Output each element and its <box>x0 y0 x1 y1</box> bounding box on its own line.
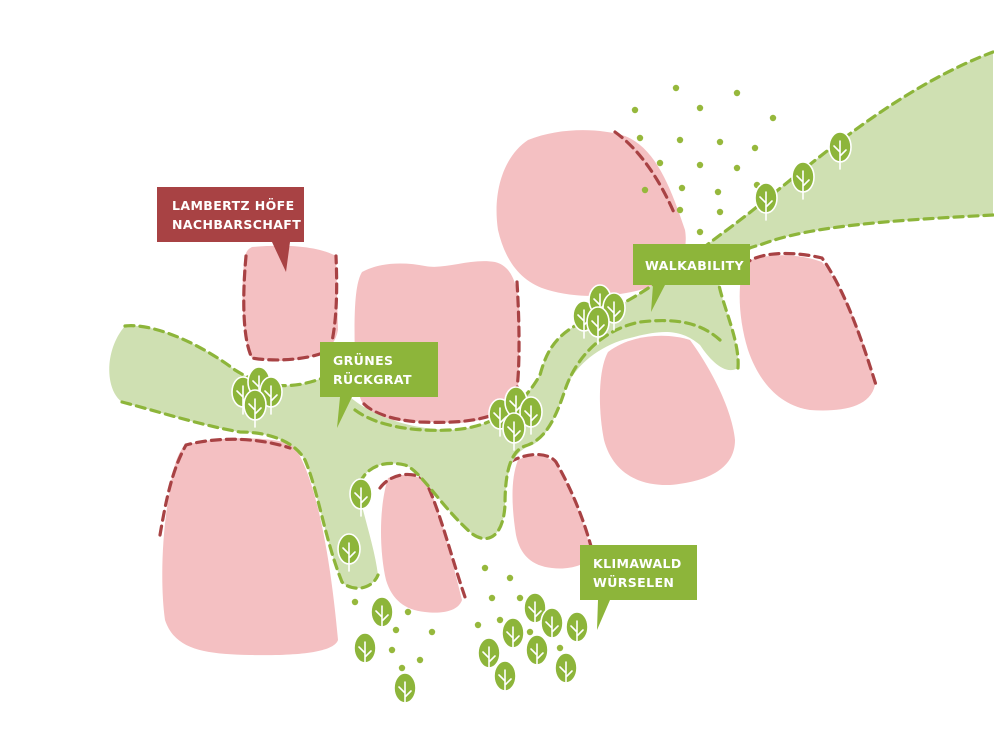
dot-marker <box>416 656 424 664</box>
dot-marker <box>676 136 684 144</box>
svg-text:KLIMAWALD WÜRSELEN: KLIMAWALD WÜRSELEN <box>593 556 686 590</box>
backbone-edge-inner <box>356 319 722 541</box>
tree-icon <box>828 131 852 170</box>
dot-marker <box>474 621 482 629</box>
dot-marker <box>481 564 489 572</box>
svg-text:WALKABILITY: WALKABILITY <box>645 258 745 273</box>
block-center-left-small <box>381 474 462 613</box>
block-middle-right <box>599 335 735 486</box>
dot-marker <box>733 89 741 97</box>
callout-lambertz: LAMBERTZ HÖFE NACHBARSCHAFT <box>157 187 304 272</box>
dot-marker <box>641 186 649 194</box>
dot-marker <box>696 161 704 169</box>
tree-icon <box>565 611 589 650</box>
block-center-small <box>512 455 592 569</box>
tree-icon <box>493 660 517 699</box>
callout-gruenes-box <box>320 342 438 428</box>
dot-marker <box>488 594 496 602</box>
outline-top-left <box>242 254 339 362</box>
dot-marker <box>526 628 534 636</box>
tree-icon <box>519 396 543 435</box>
callout-gruenes: GRÜNES RÜCKGRAT <box>320 342 438 428</box>
callout-gruenes-line1: GRÜNES <box>333 353 393 368</box>
tree-icon <box>477 637 501 676</box>
dot-marker <box>392 626 400 634</box>
tree-icon <box>501 617 525 656</box>
block-left-large <box>162 438 338 656</box>
dot-field <box>351 84 777 672</box>
tree-icon <box>791 161 815 200</box>
dot-marker <box>672 84 680 92</box>
callout-klimawald-line1: KLIMAWALD <box>593 556 682 571</box>
outline-far-right <box>736 251 878 387</box>
tree-icon <box>523 592 547 631</box>
tree-icon <box>502 412 526 451</box>
callout-klimawald-line2: WÜRSELEN <box>593 575 674 590</box>
dot-marker <box>516 594 524 602</box>
dot-marker <box>388 646 396 654</box>
backbone-edge-top <box>123 324 332 388</box>
building-blocks <box>162 130 875 656</box>
tree-icon <box>525 634 549 673</box>
dot-marker <box>351 598 359 606</box>
outline-center-small <box>508 452 594 552</box>
callout-lambertz-box <box>157 187 304 272</box>
dot-marker <box>733 164 741 172</box>
tree-icon <box>540 607 564 646</box>
svg-text:GRÜNES RÜCKGRAT: GRÜNES RÜCKGRAT <box>333 353 412 387</box>
callout-walkability-line1: WALKABILITY <box>645 258 745 273</box>
tree-icon <box>349 478 373 517</box>
svg-text:LAMBERTZ HÖFE NACHBARSCH: LAMBERTZ HÖFE NACHBARSCHAFT <box>172 198 301 232</box>
callout-walkability-box <box>633 244 750 312</box>
dot-marker <box>428 628 436 636</box>
backbone-edge-right <box>716 213 994 370</box>
tree-icon <box>337 533 361 572</box>
outline-center-top <box>362 280 521 424</box>
dot-marker <box>496 616 504 624</box>
dot-marker <box>714 188 722 196</box>
dot-marker <box>751 144 759 152</box>
tree-icon <box>754 182 778 221</box>
block-far-right <box>739 255 875 411</box>
dot-marker <box>696 228 704 236</box>
dot-marker <box>398 664 406 672</box>
dot-marker <box>676 206 684 214</box>
tree-icon <box>554 652 578 691</box>
tree-icon <box>370 596 394 635</box>
tree-icon <box>353 632 377 671</box>
callout-lambertz-line2: NACHBARSCHAFT <box>172 217 301 232</box>
dot-marker <box>716 138 724 146</box>
outline-center-left-small <box>378 472 468 602</box>
block-outlines <box>158 130 878 602</box>
tree-icon <box>586 306 610 345</box>
dot-marker <box>769 114 777 122</box>
tree-icon <box>243 389 267 428</box>
callout-walkability: WALKABILITY <box>633 244 750 312</box>
callout-lambertz-line1: LAMBERTZ HÖFE <box>172 198 295 213</box>
callout-gruenes-line2: RÜCKGRAT <box>333 372 412 387</box>
dot-marker <box>506 574 514 582</box>
dot-marker <box>404 608 412 616</box>
dot-marker <box>636 134 644 142</box>
block-top-left <box>242 245 338 361</box>
callout-klimawald: KLIMAWALD WÜRSELEN <box>580 545 697 630</box>
tree-icon <box>393 672 417 711</box>
dot-marker <box>656 159 664 167</box>
green-backbone <box>109 52 994 589</box>
callout-klimawald-box <box>580 545 697 630</box>
outline-left-large <box>158 437 292 537</box>
dot-marker <box>678 184 686 192</box>
dot-marker <box>696 104 704 112</box>
dot-marker <box>556 644 564 652</box>
dot-marker <box>716 208 724 216</box>
outline-top-right <box>613 130 677 217</box>
tree-clusters <box>231 131 852 711</box>
dot-marker <box>631 106 639 114</box>
backbone-edge-left-arm <box>120 400 380 590</box>
